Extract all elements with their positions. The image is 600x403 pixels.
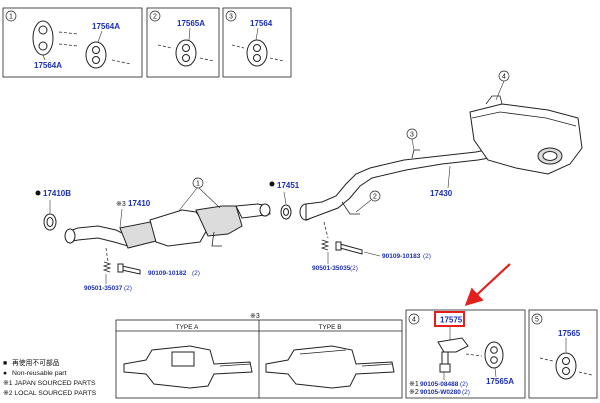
callout-3-label: 3 xyxy=(229,14,233,21)
p2-prefix: ※2 xyxy=(409,389,419,396)
legend-mark-2: ● xyxy=(3,370,7,377)
part-17565-box5[interactable]: 17565 xyxy=(558,329,581,338)
callout-4-main: 4 xyxy=(502,74,506,81)
gasket-17410B xyxy=(43,213,57,231)
qty-90109-10183: (2) xyxy=(423,253,431,260)
callout-1-label: 1 xyxy=(9,14,13,21)
part-17430[interactable]: 17430 xyxy=(430,189,453,198)
rubber-hanger-right xyxy=(85,41,107,69)
front-exhaust-pipe xyxy=(64,203,271,249)
callout-5-label: 5 xyxy=(535,317,539,324)
qty-90501-35037: (2) xyxy=(124,285,132,292)
spring-bolt-right xyxy=(320,221,363,255)
part-17575[interactable]: 17575 xyxy=(440,316,463,325)
type-b-label: TYPE B xyxy=(318,324,341,331)
part-17451[interactable]: 17451 xyxy=(277,181,300,190)
qty-90105-W0280: (2) xyxy=(462,389,470,396)
rubber-hanger-box4 xyxy=(484,341,504,369)
part-17564A-bottom[interactable]: 17564A xyxy=(34,61,62,70)
qty-90501-35035: (2) xyxy=(350,265,358,272)
part-90105-08488[interactable]: 90105-08488 xyxy=(420,381,459,388)
part-17565A-box2[interactable]: 17565A xyxy=(177,19,205,28)
highlight-box-17575 xyxy=(434,311,465,327)
legend-mark-1: ■ xyxy=(3,360,7,367)
qty-90109-10182: (2) xyxy=(192,270,200,277)
part-17565A-box4[interactable]: 17565A xyxy=(486,377,514,386)
legend: ■ 再使用不可部品 ● Non-reusable part ※1 JAPAN S… xyxy=(3,358,97,397)
legend-line-1: 再使用不可部品 xyxy=(12,358,60,367)
rubber-hanger xyxy=(246,39,268,67)
types-note-mark: ※3 xyxy=(250,313,260,320)
spring-bolt-left xyxy=(102,247,141,275)
part-17564-box3[interactable]: 17564 xyxy=(250,19,273,28)
part-90501-35037[interactable]: 90501-35037 xyxy=(84,285,123,292)
part-90501-35035[interactable]: 90501-35035 xyxy=(312,265,351,272)
callout-2-main: 2 xyxy=(373,194,377,201)
qty-90105-08488: (2) xyxy=(460,381,468,388)
rear-muffler xyxy=(469,95,583,175)
inset-box-1: 1 17564A 17564A xyxy=(2,7,143,78)
inset-box-2: 2 17565A xyxy=(146,7,220,78)
callout-1-main: 1 xyxy=(196,181,200,188)
part-90109-10183[interactable]: 90109-10183 xyxy=(382,253,421,260)
legend-line-3: ※1 JAPAN SOURCED PARTS xyxy=(3,380,96,387)
rubber-hanger-box5 xyxy=(555,352,577,380)
part-17410B[interactable]: 17410B xyxy=(43,189,71,198)
type-variants-box: ※3 TYPE A TYPE B xyxy=(115,313,403,399)
inset-box-4: 4 17575 17565A ※1 90105-08488 (2) ※2 901… xyxy=(405,309,526,399)
part-17564A-top[interactable]: 17564A xyxy=(92,22,120,31)
gasket-17451 xyxy=(280,204,292,220)
type-a-label: TYPE A xyxy=(176,324,199,331)
callout-4-label: 4 xyxy=(412,317,416,324)
note-mark-3: ※3 xyxy=(116,201,126,208)
inset-box-3: 3 17564 xyxy=(222,7,292,78)
inset-box-5: 5 17565 xyxy=(528,309,598,399)
legend-line-4: ※2 LOCAL SOURCED PARTS xyxy=(3,390,97,397)
hanger-bracket xyxy=(437,337,469,373)
p1-prefix: ※1 xyxy=(409,381,419,388)
center-exhaust-pipe xyxy=(299,147,501,221)
callout-3-main: 3 xyxy=(410,132,414,139)
rubber-hanger xyxy=(175,39,197,67)
part-90105-W0280[interactable]: 90105-W0280 xyxy=(420,389,461,396)
legend-line-2: Non-reusable part xyxy=(12,370,67,377)
part-90109-10182[interactable]: 90109-10182 xyxy=(148,270,187,277)
part-17410[interactable]: 17410 xyxy=(128,199,151,208)
callout-2-label: 2 xyxy=(153,14,157,21)
highlight-arrow xyxy=(464,263,511,306)
type-b-converter xyxy=(265,345,395,389)
type-a-converter xyxy=(123,345,253,389)
rubber-hanger-left xyxy=(32,20,54,56)
